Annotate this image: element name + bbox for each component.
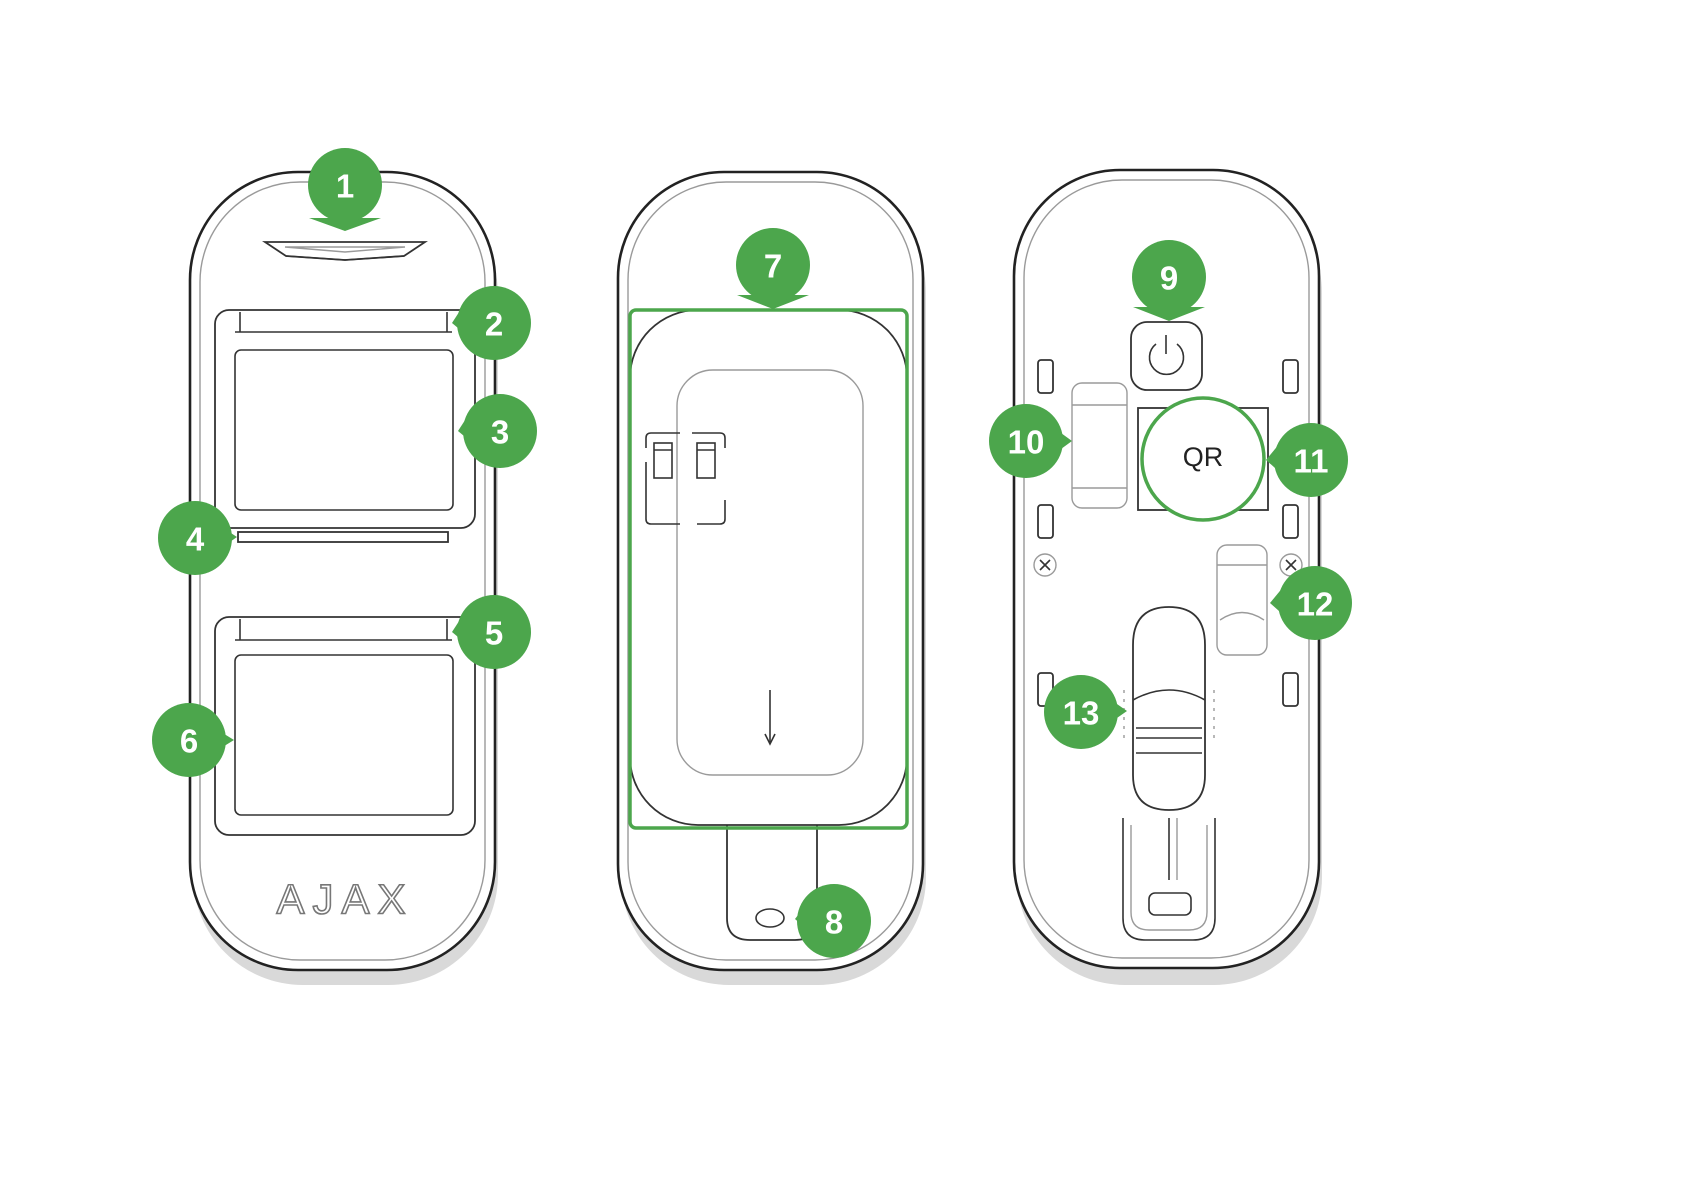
front-housing: [190, 172, 495, 970]
callout-7: 7: [736, 228, 810, 309]
front-view-device: AJAX: [190, 172, 498, 985]
callout-9: 9: [1132, 240, 1206, 321]
callout-1: 1: [308, 148, 382, 231]
svg-text:6: 6: [180, 723, 198, 760]
mount-slot: [1038, 360, 1053, 393]
battery-compartment: [630, 310, 907, 828]
svg-text:13: 13: [1063, 695, 1100, 732]
svg-text:4: 4: [186, 521, 205, 558]
mount-slot: [1283, 360, 1298, 393]
qr-label: QR: [1183, 442, 1224, 472]
svg-text:5: 5: [485, 615, 503, 652]
svg-text:8: 8: [825, 904, 843, 941]
svg-text:12: 12: [1297, 586, 1334, 623]
svg-text:3: 3: [491, 414, 509, 451]
svg-text:7: 7: [764, 248, 782, 285]
svg-text:9: 9: [1160, 260, 1178, 297]
svg-text:11: 11: [1294, 443, 1329, 480]
svg-text:10: 10: [1008, 424, 1045, 461]
lower-lens-assembly: [215, 617, 475, 835]
mount-slot: [1283, 505, 1298, 538]
svg-text:1: 1: [336, 168, 354, 205]
qr-code-area: QR: [1138, 398, 1268, 520]
mount-slot: [1283, 673, 1298, 706]
brand-logo: AJAX: [276, 876, 413, 923]
lens-divider-strip: [238, 532, 448, 542]
mount-slot: [1038, 505, 1053, 538]
upper-lens-assembly: [215, 310, 475, 528]
svg-text:2: 2: [485, 306, 503, 343]
power-button: [1131, 322, 1202, 390]
